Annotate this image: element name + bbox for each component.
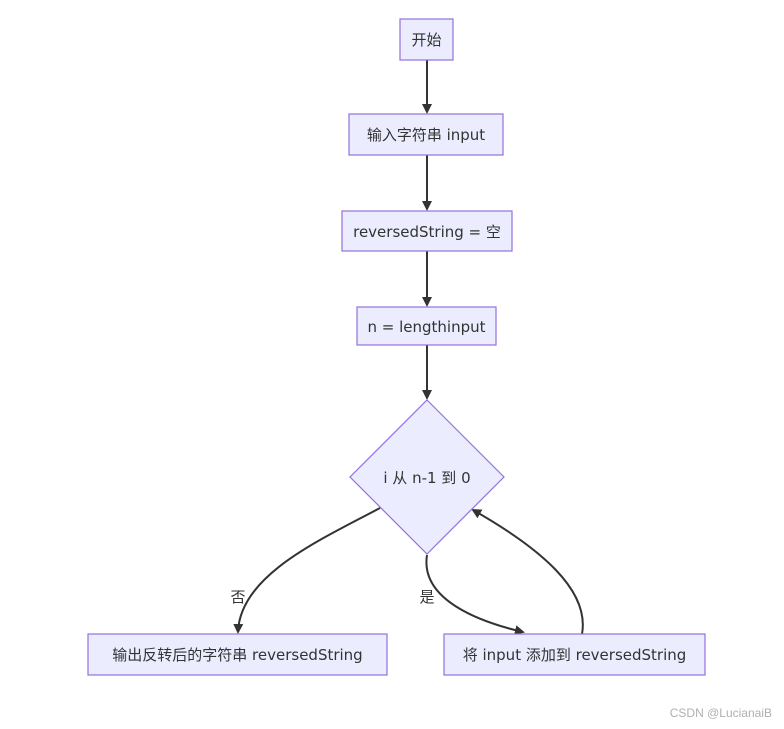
node-length-label: n = lengthinput: [367, 318, 485, 336]
edge-loop-append: [425, 554, 525, 636]
node-loop-label: i 从 n-1 到 0: [383, 469, 470, 487]
edge-label-no: 否: [230, 588, 245, 606]
watermark: CSDN @LucianaiB: [669, 706, 772, 720]
edge-label-yes: 是: [419, 588, 434, 606]
node-input: 输入字符串 input: [348, 113, 504, 156]
node-start: 开始: [399, 18, 454, 61]
node-output: 输出反转后的字符串 reversedString: [87, 633, 388, 676]
node-append: 将 input 添加到 reversedString: [443, 633, 706, 676]
node-init: reversedString = 空: [341, 210, 513, 252]
node-output-label: 输出反转后的字符串 reversedString: [112, 646, 362, 664]
node-input-label: 输入字符串 input: [367, 126, 485, 144]
node-init-label: reversedString = 空: [353, 223, 501, 241]
node-start-label: 开始: [411, 31, 441, 49]
node-append-label: 将 input 添加到 reversedString: [463, 646, 687, 664]
node-length: n = lengthinput: [356, 306, 497, 346]
edge-append-loop: [471, 509, 584, 635]
node-loop: i 从 n-1 到 0: [349, 399, 505, 555]
edge-loop-output: [233, 507, 381, 634]
